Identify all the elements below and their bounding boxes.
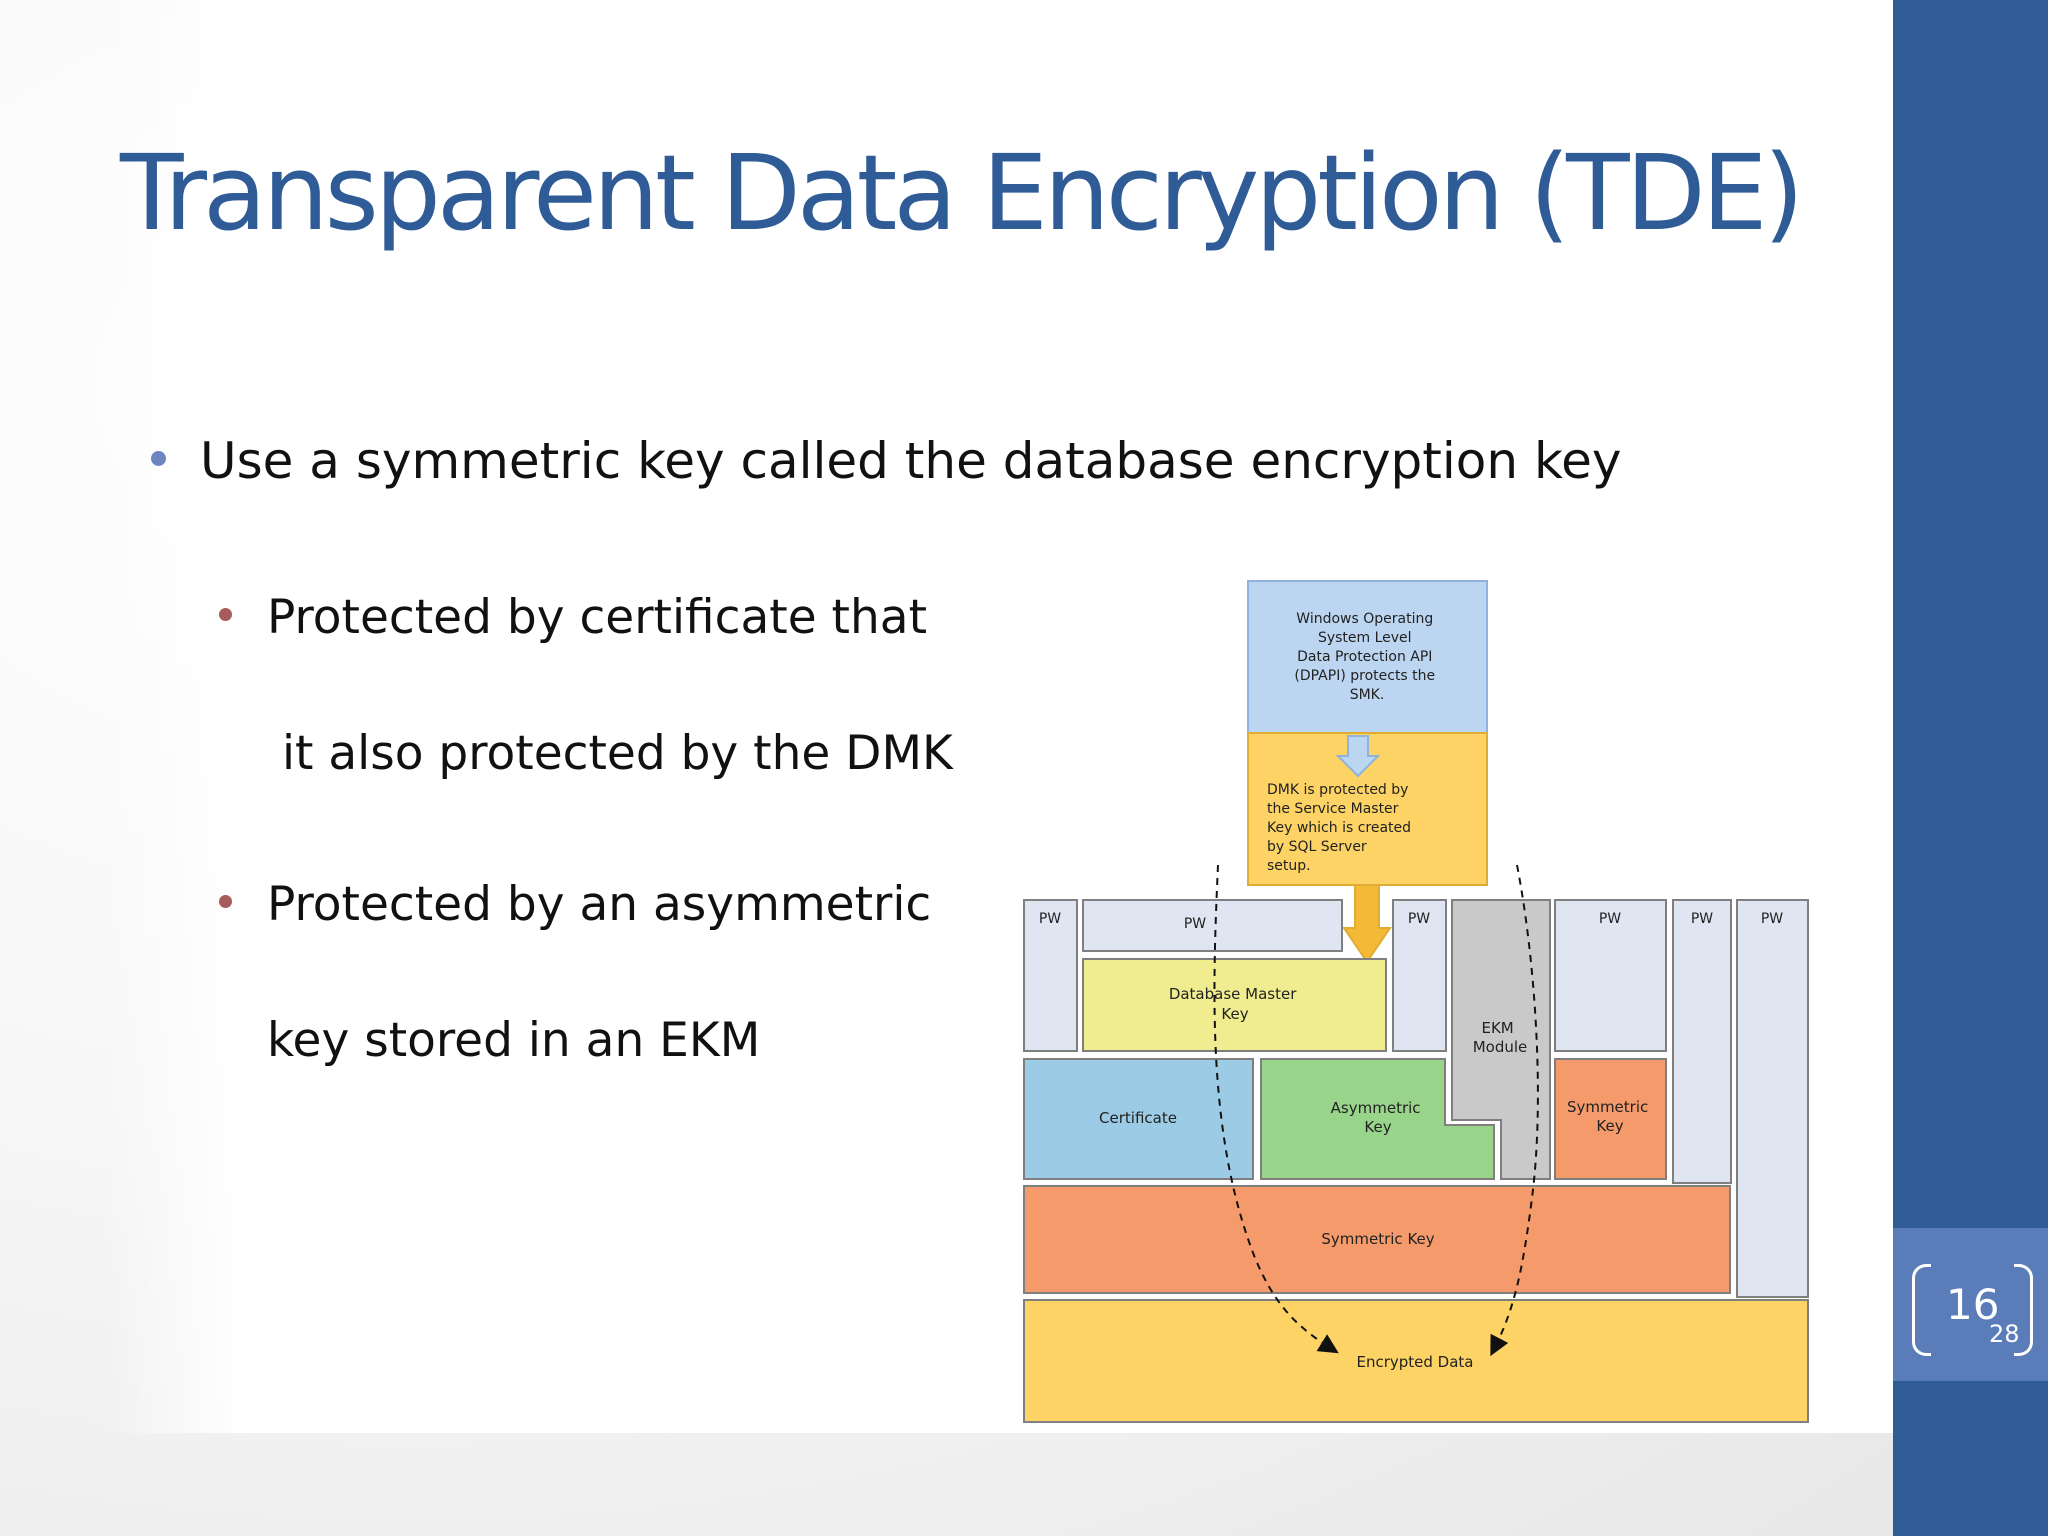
asymmetric-key-text: Asymmetric Key <box>1331 1099 1426 1136</box>
pw-box <box>1672 899 1732 1184</box>
symmetric-key-small-box <box>1554 1058 1667 1180</box>
symmetric-key-box <box>1023 1185 1731 1294</box>
certificate-text: Certificate <box>1099 1109 1177 1127</box>
pw-box <box>1082 899 1343 952</box>
dpapi-box <box>1247 580 1488 734</box>
sub-bullet-1-line-2: it also protected by the DMK <box>267 726 953 781</box>
dpapi-text: Windows Operating System Level Data Prot… <box>1294 611 1439 703</box>
certificate-box <box>1023 1058 1254 1180</box>
sub-bullet-icon <box>219 608 232 621</box>
pw-label: PW <box>1691 911 1713 927</box>
page-number: 16 <box>1946 1280 2000 1329</box>
page-subscript: 28 <box>1989 1320 2020 1348</box>
pw-label: PW <box>1761 911 1783 927</box>
bullet-icon <box>151 451 166 466</box>
tde-key-hierarchy-diagram: Windows Operating System Level Data Prot… <box>1023 580 1809 1423</box>
down-arrow-icon <box>1335 735 1381 778</box>
down-arrow-icon <box>1342 884 1392 964</box>
pw-label: PW <box>1408 911 1430 927</box>
right-bracket-decoration <box>2014 1264 2033 1356</box>
left-bracket-decoration <box>1912 1264 1931 1356</box>
bullet-main: Use a symmetric key called the database … <box>200 432 1622 490</box>
symmetric-key-text: Symmetric Key <box>1321 1230 1434 1248</box>
slide-title: Transparent Data Encryption (TDE) <box>120 132 1804 254</box>
encrypted-data-text: Encrypted Data <box>1356 1353 1473 1371</box>
ekm-module-text: EKM Module <box>1473 1019 1528 1056</box>
ekm-module-box <box>1451 899 1551 1180</box>
encrypted-data-box <box>1023 1299 1809 1423</box>
sub-bullet-1-line-1: Protected by certificate that <box>267 590 927 645</box>
sub-bullet-2-line-2: key stored in an EKM <box>267 1013 761 1068</box>
asymmetric-key-box <box>1260 1058 1495 1180</box>
pw-label: PW <box>1184 916 1206 932</box>
dmk-protection-text: DMK is protected by the Service Master K… <box>1267 782 1415 874</box>
pw-box <box>1554 899 1667 1052</box>
database-master-key-box <box>1082 958 1387 1052</box>
pw-label: PW <box>1599 911 1621 927</box>
pw-label: PW <box>1039 911 1061 927</box>
pw-box <box>1392 899 1447 1052</box>
pw-box <box>1736 899 1809 1298</box>
sub-bullet-icon <box>219 895 232 908</box>
symmetric-key-small-text: Symmetric Key <box>1567 1098 1653 1135</box>
dashed-arrow-right <box>1490 864 1539 1357</box>
sub-bullet-2-line-1: Protected by an asymmetric <box>267 877 932 932</box>
database-master-key-text: Database Master Key <box>1169 985 1301 1023</box>
pw-box <box>1023 899 1078 1052</box>
